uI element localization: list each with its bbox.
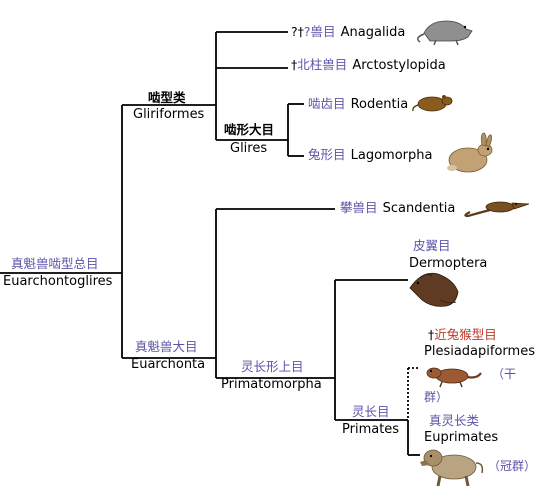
scandentia-label-en: Scandentia: [382, 201, 456, 216]
lagomorpha-label: 兔形目 Lagomorpha: [308, 146, 432, 164]
arctostylopida-label: †北柱兽目 Arctostylopida: [291, 56, 446, 74]
crown-group-note: （冠群）: [488, 459, 537, 473]
glires-label-zh: 啮形大目: [224, 122, 275, 137]
anagalida-label: ?†?兽目 Anagalida: [291, 23, 405, 41]
arctostylopida-label-en: Arctostylopida: [352, 58, 446, 73]
stem-group-note-top: （干: [492, 367, 517, 381]
rodentia-label-en: Rodentia: [350, 97, 409, 112]
plesiadapiformes-zh-text: 近兔猴型目: [434, 327, 497, 342]
scandentia-label: 攀兽目 Scandentia: [340, 199, 455, 217]
euarchonta-label-zh: 真魁兽大目: [135, 339, 198, 354]
euarchonta-label-en: Euarchonta: [131, 357, 206, 372]
euprimates-label-en: Euprimates: [424, 430, 499, 445]
stem-group-note-bottom: 群）: [424, 390, 449, 404]
plesiadapiformes-label-zh: †近兔猴型目: [428, 326, 497, 343]
lagomorpha-label-en: Lagomorpha: [350, 148, 433, 163]
scandentia-label-zh: 攀兽目: [340, 200, 378, 215]
rodentia-label-zh: 啮齿目: [308, 96, 346, 111]
tree-branches: [0, 31, 420, 456]
plesiadapiformes-label-en: Plesiadapiformes: [424, 344, 535, 359]
glires-label-en: Glires: [230, 141, 268, 156]
arctostylopida-label-zh: 北柱兽目: [297, 57, 348, 72]
anagalid-animal-icon: [417, 20, 473, 46]
dermoptera-label-zh: 皮翼目: [413, 238, 451, 253]
dermoptera-label-en: Dermoptera: [409, 256, 488, 271]
baboon-icon: [420, 449, 484, 487]
root-label-zh: 真魁兽啮型总目: [11, 256, 99, 271]
arctostylopida-dagger: †: [291, 57, 298, 72]
primatomorpha-label-zh: 灵长形上目: [241, 359, 304, 374]
euprimates-label-zh: 真灵长类: [429, 413, 480, 428]
gliriformes-label-zh: 啮型类: [148, 90, 186, 105]
primates-label-zh: 灵长目: [352, 404, 390, 419]
root-label-en: Euarchontoglires: [3, 274, 113, 289]
lagomorpha-label-zh: 兔形目: [308, 147, 346, 162]
anagalida-label-en: Anagalida: [340, 25, 406, 40]
gliriformes-label-en: Gliriformes: [133, 107, 205, 122]
hare-icon: [447, 132, 493, 173]
primatomorpha-label-en: Primatomorpha: [221, 377, 322, 392]
plesiadapiformes-dagger: †: [428, 327, 435, 342]
treeshrew-icon: [464, 201, 530, 218]
colugo-icon: [409, 272, 459, 307]
rodent-icon: [412, 95, 453, 112]
primates-label-en: Primates: [342, 422, 400, 437]
anagalida-dagger: ?†: [291, 24, 304, 39]
rodentia-label: 啮齿目 Rodentia: [308, 95, 408, 113]
plesiadapid-icon: [426, 367, 482, 388]
anagalida-label-zh: ?兽目: [303, 24, 336, 39]
